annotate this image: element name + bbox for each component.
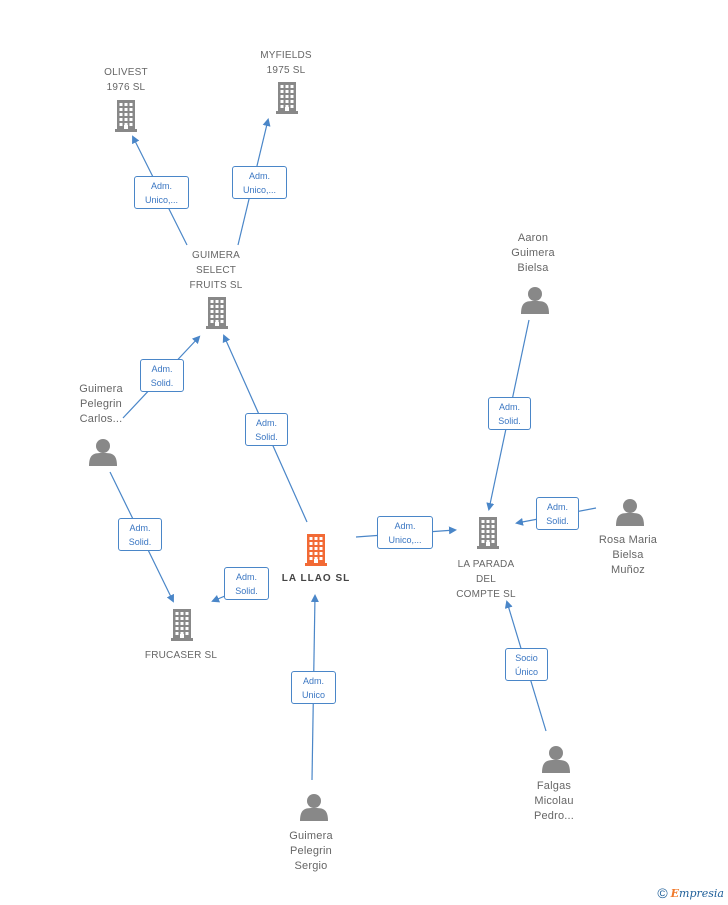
building-icon-myfields[interactable] bbox=[276, 82, 298, 114]
relation-label-r2[interactable]: Adm. Unico,... bbox=[232, 166, 287, 199]
node-label-guimera_select[interactable]: GUIMERA SELECT FRUITS SL bbox=[189, 250, 243, 291]
node-label-olivest[interactable]: OLIVEST 1976 SL bbox=[104, 67, 148, 93]
relation-label-r9[interactable]: Adm. Solid. bbox=[224, 567, 269, 600]
person-icon-falgas[interactable] bbox=[542, 746, 570, 773]
node-label-myfields[interactable]: MYFIELDS 1975 SL bbox=[260, 50, 312, 76]
node-label-falgas[interactable]: Falgas Micolau Pedro... bbox=[533, 780, 575, 822]
person-icon-rosa[interactable] bbox=[616, 499, 644, 526]
node-label-carlos[interactable]: Guimera Pelegrin Carlos... bbox=[79, 383, 123, 425]
node-label-la_parada[interactable]: LA PARADA DEL COMPTE SL bbox=[456, 559, 516, 600]
relation-label-r4[interactable]: Adm. Solid. bbox=[245, 413, 288, 446]
building-icon-frucaser[interactable] bbox=[171, 609, 193, 641]
node-label-la_llao[interactable]: LA LLAO SL bbox=[281, 573, 351, 584]
building-icon-la_llao[interactable] bbox=[305, 534, 327, 566]
brand-initial: E bbox=[670, 886, 680, 900]
relation-label-r1[interactable]: Adm. Unico,... bbox=[134, 176, 189, 209]
person-icon-aaron[interactable] bbox=[521, 287, 549, 314]
relation-label-r3[interactable]: Adm. Solid. bbox=[140, 359, 184, 392]
relation-label-r7[interactable]: Adm. Unico,... bbox=[377, 516, 433, 549]
relation-label-r8[interactable]: Adm. Solid. bbox=[118, 518, 162, 551]
footer-brand: © Empresia bbox=[657, 885, 724, 901]
person-icon-carlos[interactable] bbox=[89, 439, 117, 466]
node-label-aaron[interactable]: Aaron Guimera Bielsa bbox=[511, 232, 555, 274]
building-icon-guimera_select[interactable] bbox=[206, 297, 228, 329]
relation-label-r5[interactable]: Adm. Solid. bbox=[488, 397, 531, 430]
brand-logo[interactable]: Empresia bbox=[671, 887, 724, 900]
person-icon-sergio[interactable] bbox=[300, 794, 328, 821]
relation-label-r11[interactable]: Adm. Unico bbox=[291, 671, 336, 704]
node-label-frucaser[interactable]: FRUCASER SL bbox=[144, 650, 218, 661]
node-label-rosa[interactable]: Rosa Maria Bielsa Muñoz bbox=[598, 534, 658, 576]
building-icon-la_parada[interactable] bbox=[477, 517, 499, 549]
copyright-symbol: © bbox=[657, 885, 668, 901]
node-label-sergio[interactable]: Guimera Pelegrin Sergio bbox=[289, 830, 333, 872]
relation-label-r6[interactable]: Adm. Solid. bbox=[536, 497, 579, 530]
relation-label-r10[interactable]: Socio Único bbox=[505, 648, 548, 681]
brand-rest: mpresia bbox=[679, 886, 724, 900]
building-icon-olivest[interactable] bbox=[115, 100, 137, 132]
